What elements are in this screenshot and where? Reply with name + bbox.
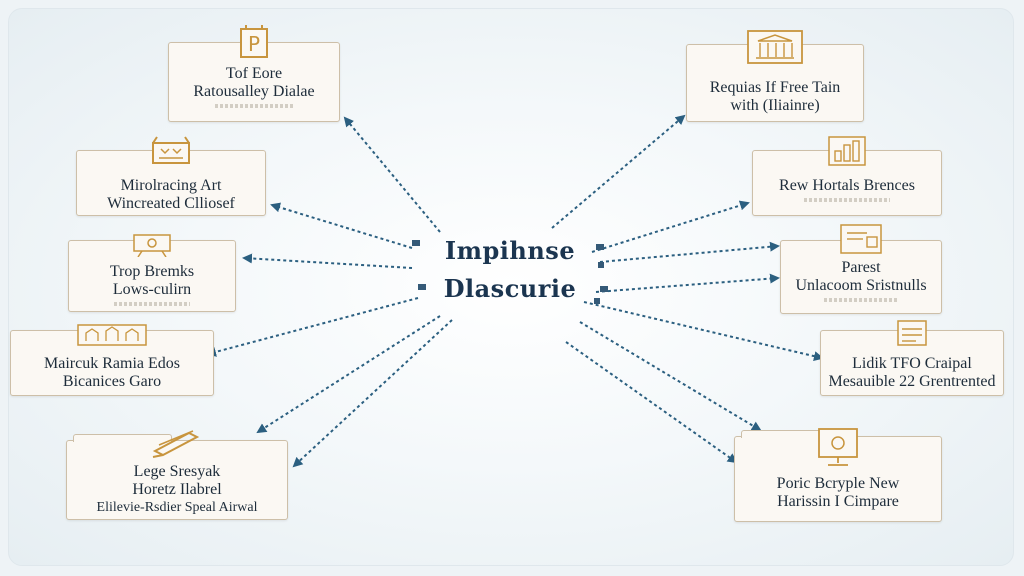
node-left-5-line1: Lege Sresyak [133, 463, 221, 480]
document-icon [837, 223, 885, 262]
node-right-2: Rew Hortals Brences [752, 136, 942, 216]
node-right-1-line2: with (Iliainre) [730, 97, 820, 114]
badge-p-icon: P [237, 23, 271, 66]
node-left-5: Lege Sresyak Horetz Ilabrel Elilevie-Rsd… [66, 430, 288, 520]
arrow-to-node-l1 [343, 116, 441, 233]
arrow-to-node-r2 [591, 200, 750, 253]
glitch-block [598, 262, 604, 268]
node-right-1: Requias If Free Tain with (Iliainre) [686, 30, 864, 122]
node-right-4-line2: Mesauible 22 Grentrented [828, 373, 996, 390]
node-left-1: P Tof Eore Ratousalley Dialae [168, 25, 340, 122]
node-left-1-line1: Tof Eore [225, 65, 283, 82]
arrow-to-node-l3 [242, 253, 413, 269]
pen-icon [149, 427, 205, 464]
central-hub-line2: Dlascurie [443, 274, 577, 303]
arrow-to-node-r5a [579, 321, 762, 432]
arrow-to-node-r4 [583, 301, 824, 362]
glitch-block [418, 284, 426, 290]
central-hub-line1: Impihnse [444, 236, 576, 265]
arrow-to-node-r5b [565, 341, 738, 464]
glitch-block [594, 298, 600, 304]
arrow-to-node-l2 [270, 202, 413, 249]
arrow-to-node-r3b [595, 273, 780, 293]
node-right-5-line2: Harissin I Cimpare [777, 493, 899, 510]
node-right-2-line1: Rew Hortals Brences [779, 177, 915, 194]
easel-icon [128, 231, 176, 262]
node-right-1-line1: Requias If Free Tain [709, 79, 841, 96]
node-right-5-line1: Poric Bcryple New [776, 475, 900, 492]
chart-bars-icon [825, 133, 869, 174]
node-left-3: Trop Bremks Lows-culirn [68, 234, 236, 312]
node-left-2-line1: Mirolracing Art [120, 177, 222, 194]
arrow-to-node-r3a [599, 241, 780, 263]
node-left-1-line2: Ratousalley Dialae [193, 83, 315, 100]
building-row-icon [76, 319, 148, 354]
glitch-block [600, 286, 608, 292]
node-right-5: Poric Bcryple New Harissin I Cimpare [734, 428, 942, 522]
arrow-to-node-r1 [551, 114, 686, 229]
node-right-3-line2: Unlacoom Sristnulls [795, 277, 927, 294]
node-left-5-line3: Elilevie-Rsdier Speal Airwal [96, 500, 258, 515]
node-left-4: Maircuk Ramia Edos Bicanices Garo [10, 324, 214, 396]
node-right-3-line1: Parest [841, 259, 881, 276]
node-left-4-line2: Bicanices Garo [62, 373, 162, 390]
box-icon [147, 133, 195, 172]
stack-icon [894, 317, 930, 354]
monitor-icon [813, 425, 863, 474]
node-right-4-line1: Lidik TFO Craipal [852, 355, 972, 372]
node-left-3-line2: Lows-culirn [112, 281, 192, 298]
node-left-2: Mirolracing Art Wincreated Clliosef [76, 136, 266, 216]
glitch-block [596, 244, 604, 250]
node-left-2-line2: Wincreated Clliosef [107, 195, 235, 212]
node-right-4: Lidik TFO Craipal Mesauible 22 Grentrent… [820, 320, 1004, 396]
node-left-3-line1: Trop Bremks [109, 263, 195, 280]
node-left-4-line1: Maircuk Ramia Edos [44, 355, 180, 372]
library-icon [744, 29, 806, 70]
node-left-5-line2: Horetz Ilabrel [132, 481, 222, 498]
central-hub: Impihnse Dlascurie [410, 232, 610, 312]
badge-p-letter: P [248, 32, 260, 56]
node-right-3: Parest Unlacoom Sristnulls [780, 224, 942, 314]
arrow-to-node-l4 [206, 297, 419, 357]
glitch-block [412, 240, 420, 246]
